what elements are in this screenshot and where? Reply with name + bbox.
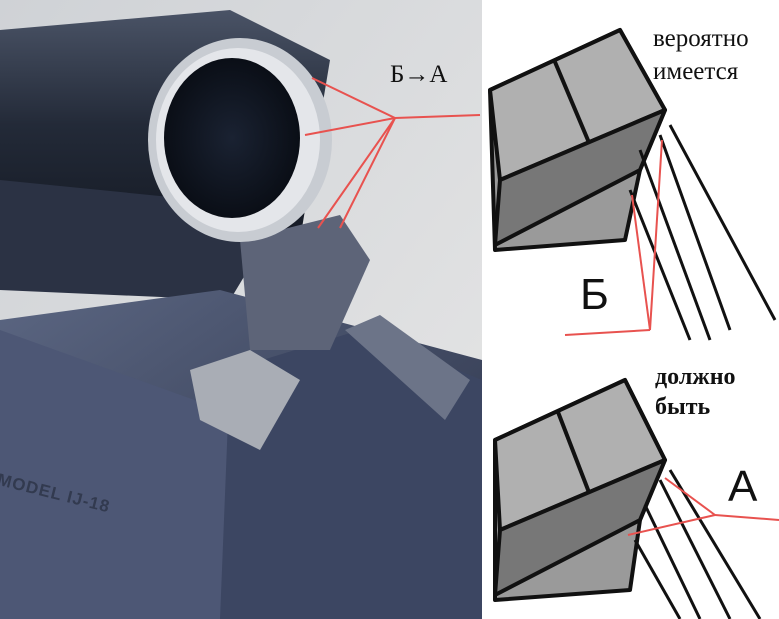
- marker-a: А: [728, 462, 758, 511]
- bottom-caption-line1: должно: [655, 364, 736, 390]
- marker-b: Б: [580, 270, 609, 319]
- callout-label: Б→А: [390, 61, 448, 88]
- shotgun-photo: [0, 0, 482, 619]
- callout-arrows: [304, 77, 481, 229]
- bottom-caption-line2: быть: [655, 394, 711, 420]
- top-caption-line1: вероятно: [653, 25, 749, 52]
- top-caption-line2: имеется: [653, 58, 739, 85]
